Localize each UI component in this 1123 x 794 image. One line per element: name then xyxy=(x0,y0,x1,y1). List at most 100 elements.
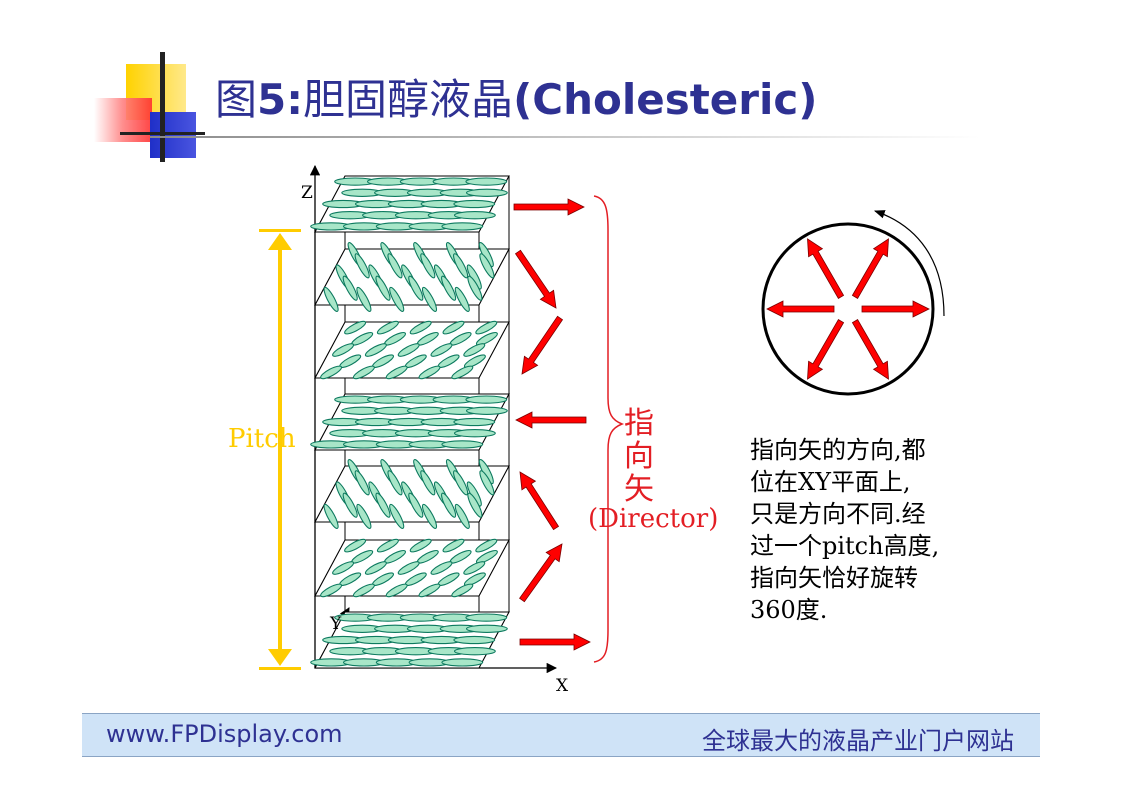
molecule xyxy=(376,320,399,335)
layer xyxy=(314,242,510,312)
logo-decoration xyxy=(94,52,205,162)
pitch-indicator xyxy=(259,229,301,670)
title-prefix: 图 xyxy=(215,75,258,124)
layer xyxy=(314,459,510,529)
director-arrow xyxy=(851,238,889,299)
molecule xyxy=(323,503,339,529)
molecule xyxy=(454,503,470,529)
molecule xyxy=(453,199,496,209)
molecule xyxy=(454,286,470,312)
molecule xyxy=(475,331,498,346)
molecule xyxy=(453,253,469,279)
description-line: 位在XY平面上, xyxy=(750,468,911,496)
molecule xyxy=(364,343,387,357)
description-line: 指向矢恰好旋转 xyxy=(750,564,918,592)
molecule xyxy=(409,538,432,553)
description: 指向矢的方向,都 位在XY平面上, 只是方向不同.经 过一个pitch高度, 指… xyxy=(750,434,939,626)
molecule xyxy=(354,253,370,279)
molecule xyxy=(376,538,399,553)
molecule xyxy=(430,561,453,575)
layer xyxy=(314,538,510,598)
director-arrow xyxy=(513,198,585,216)
molecule xyxy=(465,177,508,186)
axis-x-label: X xyxy=(556,676,569,696)
molecule xyxy=(451,365,474,380)
molecule xyxy=(375,492,391,518)
molecule xyxy=(375,275,391,301)
molecule xyxy=(479,470,495,496)
molecule xyxy=(397,343,420,357)
molecule xyxy=(453,635,496,645)
pitch-arrow-up xyxy=(268,233,292,250)
rotation-arc xyxy=(873,210,945,317)
director-arrow xyxy=(519,471,560,531)
molecule xyxy=(344,538,367,553)
molecule xyxy=(465,613,508,622)
pitch-label: Pitch xyxy=(228,424,296,454)
molecule xyxy=(342,492,358,518)
molecule xyxy=(352,365,375,380)
molecule xyxy=(408,492,424,518)
molecule xyxy=(467,492,483,518)
molecule xyxy=(441,492,457,518)
footer-bar: www.FPDisplay.com 全球最大的液晶产业门户网站 xyxy=(82,713,1040,757)
director-arrow xyxy=(519,633,591,651)
molecule xyxy=(467,275,483,301)
molecule xyxy=(453,417,496,427)
molecule xyxy=(451,583,474,598)
molecule xyxy=(354,470,370,496)
molecule xyxy=(385,365,408,380)
molecule xyxy=(463,572,486,587)
director-en: (Director) xyxy=(588,504,719,534)
molecule xyxy=(389,503,405,529)
molecule xyxy=(453,429,496,438)
director-arrow xyxy=(807,319,845,380)
director-cn-3: 矢 xyxy=(624,472,654,507)
molecule xyxy=(356,286,372,312)
molecule xyxy=(420,253,436,279)
title-underline xyxy=(150,136,980,138)
page-title: 图5:胆固醇液晶(Cholesteric) xyxy=(215,66,817,127)
molecule xyxy=(465,624,508,633)
molecule xyxy=(387,470,403,496)
molecule xyxy=(465,406,508,415)
molecule xyxy=(430,343,453,357)
molecule xyxy=(479,253,495,279)
director-arrow xyxy=(514,249,557,309)
molecule xyxy=(441,222,484,231)
molecule xyxy=(387,253,403,279)
molecule xyxy=(408,275,424,301)
director-arrow xyxy=(519,543,563,603)
pitch-arrow-down xyxy=(268,649,292,666)
molecule xyxy=(453,647,496,656)
layer xyxy=(310,393,510,451)
molecule xyxy=(442,320,465,335)
director-arrow xyxy=(521,315,564,375)
director-brace xyxy=(593,195,625,663)
molecule xyxy=(453,470,469,496)
molecule xyxy=(344,320,367,335)
molecule xyxy=(352,583,375,598)
director-arrow xyxy=(515,411,587,429)
molecule xyxy=(441,658,484,667)
layer xyxy=(310,611,510,669)
molecule xyxy=(475,538,498,553)
molecule xyxy=(418,365,441,380)
pitch-top-bar xyxy=(259,229,301,232)
layer xyxy=(314,320,510,380)
molecule xyxy=(453,211,496,220)
molecule xyxy=(463,561,486,575)
director-arrow xyxy=(766,300,835,318)
title-cn: 胆固醇液晶 xyxy=(303,75,514,124)
director-arrow xyxy=(807,238,845,299)
molecule xyxy=(465,395,508,404)
molecule xyxy=(409,320,432,335)
molecule xyxy=(418,583,441,598)
molecule xyxy=(475,549,498,564)
footer-site-link[interactable]: www.FPDisplay.com xyxy=(106,720,343,748)
molecule xyxy=(442,538,465,553)
rotation-circle xyxy=(761,210,945,396)
molecule xyxy=(475,320,498,335)
